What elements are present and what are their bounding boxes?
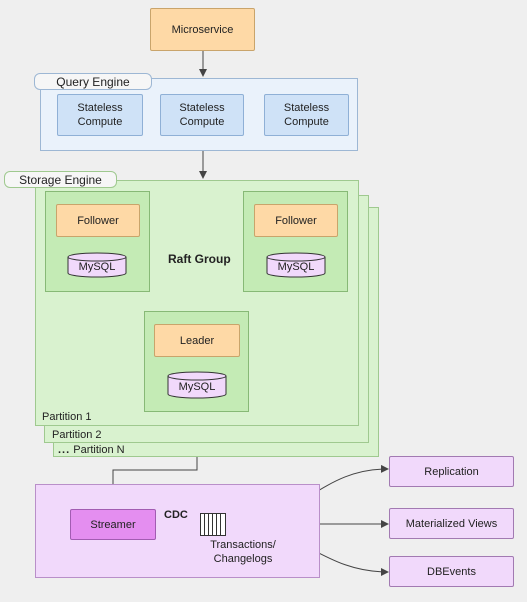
- partition-2-label: Partition 2: [52, 429, 102, 441]
- database-icon: [167, 371, 227, 399]
- mysql-right-label: MySQL: [277, 261, 315, 273]
- queue-caption: Transactions/ Changelogs: [210, 539, 276, 565]
- leader-node: Leader: [154, 324, 240, 357]
- partition-n-label-row: ... Partition N: [58, 444, 125, 456]
- database-icon: [67, 252, 127, 278]
- dbevents-node: DBEvents: [389, 556, 514, 587]
- database-icon: [266, 252, 326, 278]
- raft-group-label: Raft Group: [167, 252, 232, 266]
- mysql-left-label: MySQL: [78, 261, 116, 273]
- replication-node: Replication: [389, 456, 514, 487]
- follower-left-node: Follower: [56, 204, 140, 237]
- mysql-leader-label: MySQL: [178, 381, 216, 393]
- partition-n-label: Partition N: [73, 444, 125, 456]
- queue-icon-shape: [200, 513, 226, 536]
- mysql-left: MySQL: [67, 252, 127, 278]
- partition-1-label: Partition 1: [42, 411, 92, 423]
- materialized-views-node: Materialized Views: [389, 508, 514, 539]
- queue-icon: [200, 513, 226, 536]
- storage-engine-label: Storage Engine: [4, 171, 117, 188]
- query-engine-label: Query Engine: [34, 73, 152, 90]
- stateless-compute-3: Stateless Compute: [264, 94, 349, 136]
- mysql-right: MySQL: [266, 252, 326, 278]
- cdc-label: CDC: [164, 509, 188, 521]
- microservice-node: Microservice: [150, 8, 255, 51]
- mysql-leader: MySQL: [167, 371, 227, 399]
- partition-n-ellipsis: ...: [58, 444, 71, 456]
- stateless-compute-1: Stateless Compute: [57, 94, 143, 136]
- streamer-node: Streamer: [70, 509, 156, 540]
- stateless-compute-2: Stateless Compute: [160, 94, 244, 136]
- follower-right-node: Follower: [254, 204, 338, 237]
